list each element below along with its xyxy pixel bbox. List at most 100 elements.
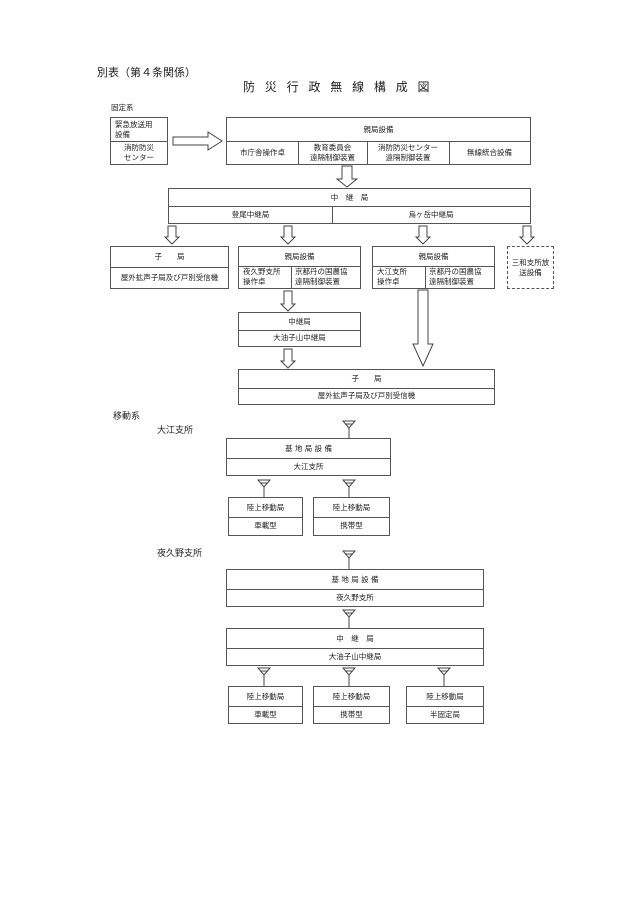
box-title: 三和支所放 送設備 [511, 257, 550, 277]
antenna-icon [341, 479, 357, 488]
relay-station-box: 中 継 局登尾中継局 烏ヶ岳中継局 [168, 188, 531, 224]
down-arrow-icon [412, 289, 434, 368]
oe-mobile-station-1: 陸上移動局携帯型 [313, 497, 390, 536]
antenna-icon [341, 550, 357, 559]
yakuno-branch-label: 夜久野支所 [157, 549, 203, 559]
yakuno-base-station-box: 基 地 局 設 備夜久野支所 [226, 569, 484, 607]
box-title: 中 継 局 [336, 633, 374, 643]
box-title: 中 継 局 [330, 192, 369, 202]
divider [239, 388, 494, 389]
antenna-icon [341, 667, 357, 676]
divider [111, 267, 228, 268]
box-title: 子 局 [154, 252, 185, 261]
child-station-box: 子 局屋外拡声子局及び戸別受信機 [110, 246, 229, 289]
mobile-system-label: 移動系 [113, 412, 141, 422]
miwa-broadcast-box: 三和支所放 送設備 [507, 246, 554, 289]
oe-branch-label: 大江支所 [157, 426, 194, 436]
box-subtitle: 車載型 [254, 709, 277, 719]
box-subtitle: 夜久野支所 [336, 592, 374, 602]
box-subtitle: 大油子山中継局 [273, 333, 326, 342]
antenna-icon [341, 609, 357, 618]
column-1: 京都丹の国農協 遠隔制御装置 [295, 267, 348, 286]
divider [229, 706, 302, 707]
page-title: 防 災 行 政 無 線 構 成 図 [243, 80, 433, 94]
oe-mobile-station-0: 陸上移動局車載型 [228, 497, 303, 536]
divider [332, 206, 333, 223]
divider [425, 266, 426, 288]
antenna-icon [436, 667, 452, 676]
antenna-icon [341, 420, 357, 429]
box-subtitle: 消防防災 センター [124, 142, 154, 162]
column-0: 夜久野支所 操作卓 [243, 267, 281, 286]
yakuno-relay-box: 中 継 局大油子山中継局 [226, 628, 484, 666]
right-arrow-icon [172, 131, 223, 151]
divider [239, 330, 360, 331]
box-title: 緊急放送用 設備 [115, 119, 153, 139]
yakuno-mobile-station-2: 陸上移動局半固定局 [406, 686, 484, 724]
box-title: 親局設備 [418, 251, 449, 261]
down-arrow-icon [163, 225, 181, 245]
divider [227, 458, 390, 459]
parent-column-0: 市庁舎操作卓 [240, 147, 285, 157]
box-subtitle: 屋外拡声子局及び戸別受信機 [317, 391, 416, 400]
relay-column-0: 登尾中継局 [231, 209, 270, 219]
annex-label: 別表（第４条関係） [97, 66, 196, 79]
down-arrow-icon [414, 225, 432, 245]
oe-parent-box: 親局設備大江支所 操作卓 京都丹の国農協 遠隔制御装置 [372, 246, 495, 289]
oe-base-station-box: 基 地 局 設 備大江支所 [226, 438, 391, 476]
box-title: 陸上移動局 [332, 502, 371, 512]
relay-column-1: 烏ヶ岳中継局 [408, 209, 454, 219]
yakuno-mobile-station-1: 陸上移動局携帯型 [313, 686, 390, 724]
antenna-icon [256, 479, 272, 488]
divider [314, 706, 389, 707]
box-title: 陸上移動局 [246, 502, 285, 512]
box-subtitle: 大油子山中継局 [328, 651, 382, 661]
down-arrow-icon [279, 225, 297, 245]
divider [229, 517, 302, 518]
divider [407, 706, 483, 707]
box-subtitle: 携帯型 [340, 709, 363, 719]
divider [449, 141, 450, 164]
column-1: 京都丹の国農協 遠隔制御装置 [429, 267, 482, 286]
divider [227, 589, 483, 590]
divider [227, 141, 530, 142]
box-title: 子 局 [351, 374, 382, 383]
divider [373, 266, 494, 267]
down-arrow-icon [279, 348, 297, 369]
yakuno-mobile-station-0: 陸上移動局車載型 [228, 686, 303, 724]
down-arrow-icon [279, 290, 297, 312]
column-0: 大江支所 操作卓 [377, 267, 407, 286]
divider [239, 266, 360, 267]
parent-column-2: 消防防災センター 遠隔制御装置 [378, 142, 438, 162]
box-title: 親局設備 [284, 251, 315, 261]
box-title: 陸上移動局 [426, 691, 464, 701]
box-title: 親局設備 [363, 124, 394, 134]
emergency-broadcast-box: 緊急放送用 設備消防防災 センター [110, 117, 168, 165]
child-station-box-2: 子 局屋外拡声子局及び戸別受信機 [238, 369, 495, 405]
yakuno-parent-box: 親局設備夜久野支所 操作卓京都丹の国農協 遠隔制御装置 [238, 246, 361, 289]
down-arrow-icon [518, 225, 536, 245]
parent-station-box: 親局設備市庁舎操作卓 教育委員会 遠隔制御装置 消防防災センター 遠隔制御装置 無線統… [226, 117, 531, 165]
divider [111, 141, 167, 142]
box-subtitle: 車載型 [254, 521, 277, 530]
box-subtitle: 大江支所 [293, 461, 324, 471]
down-arrow-icon [335, 165, 359, 188]
divider [367, 141, 368, 164]
divider [291, 266, 292, 288]
divider [169, 206, 530, 207]
divider [298, 141, 299, 164]
relay-oyushi-box: 中継局大油子山中継局 [238, 312, 361, 347]
box-title: 基 地 局 設 備 [331, 574, 379, 584]
box-subtitle: 携帯型 [340, 521, 363, 530]
box-subtitle: 半固定局 [430, 709, 460, 719]
parent-column-3: 無線統合設備 [467, 147, 512, 157]
box-title: 陸上移動局 [332, 691, 371, 701]
fixed-system-label: 固定系 [111, 103, 134, 112]
box-subtitle: 屋外拡声子局及び戸別受信機 [120, 272, 219, 282]
divider [314, 517, 389, 518]
box-title: 中継局 [288, 316, 311, 326]
antenna-icon [256, 667, 272, 676]
divider [227, 648, 483, 649]
parent-column-1: 教育委員会 遠隔制御装置 [310, 142, 355, 162]
